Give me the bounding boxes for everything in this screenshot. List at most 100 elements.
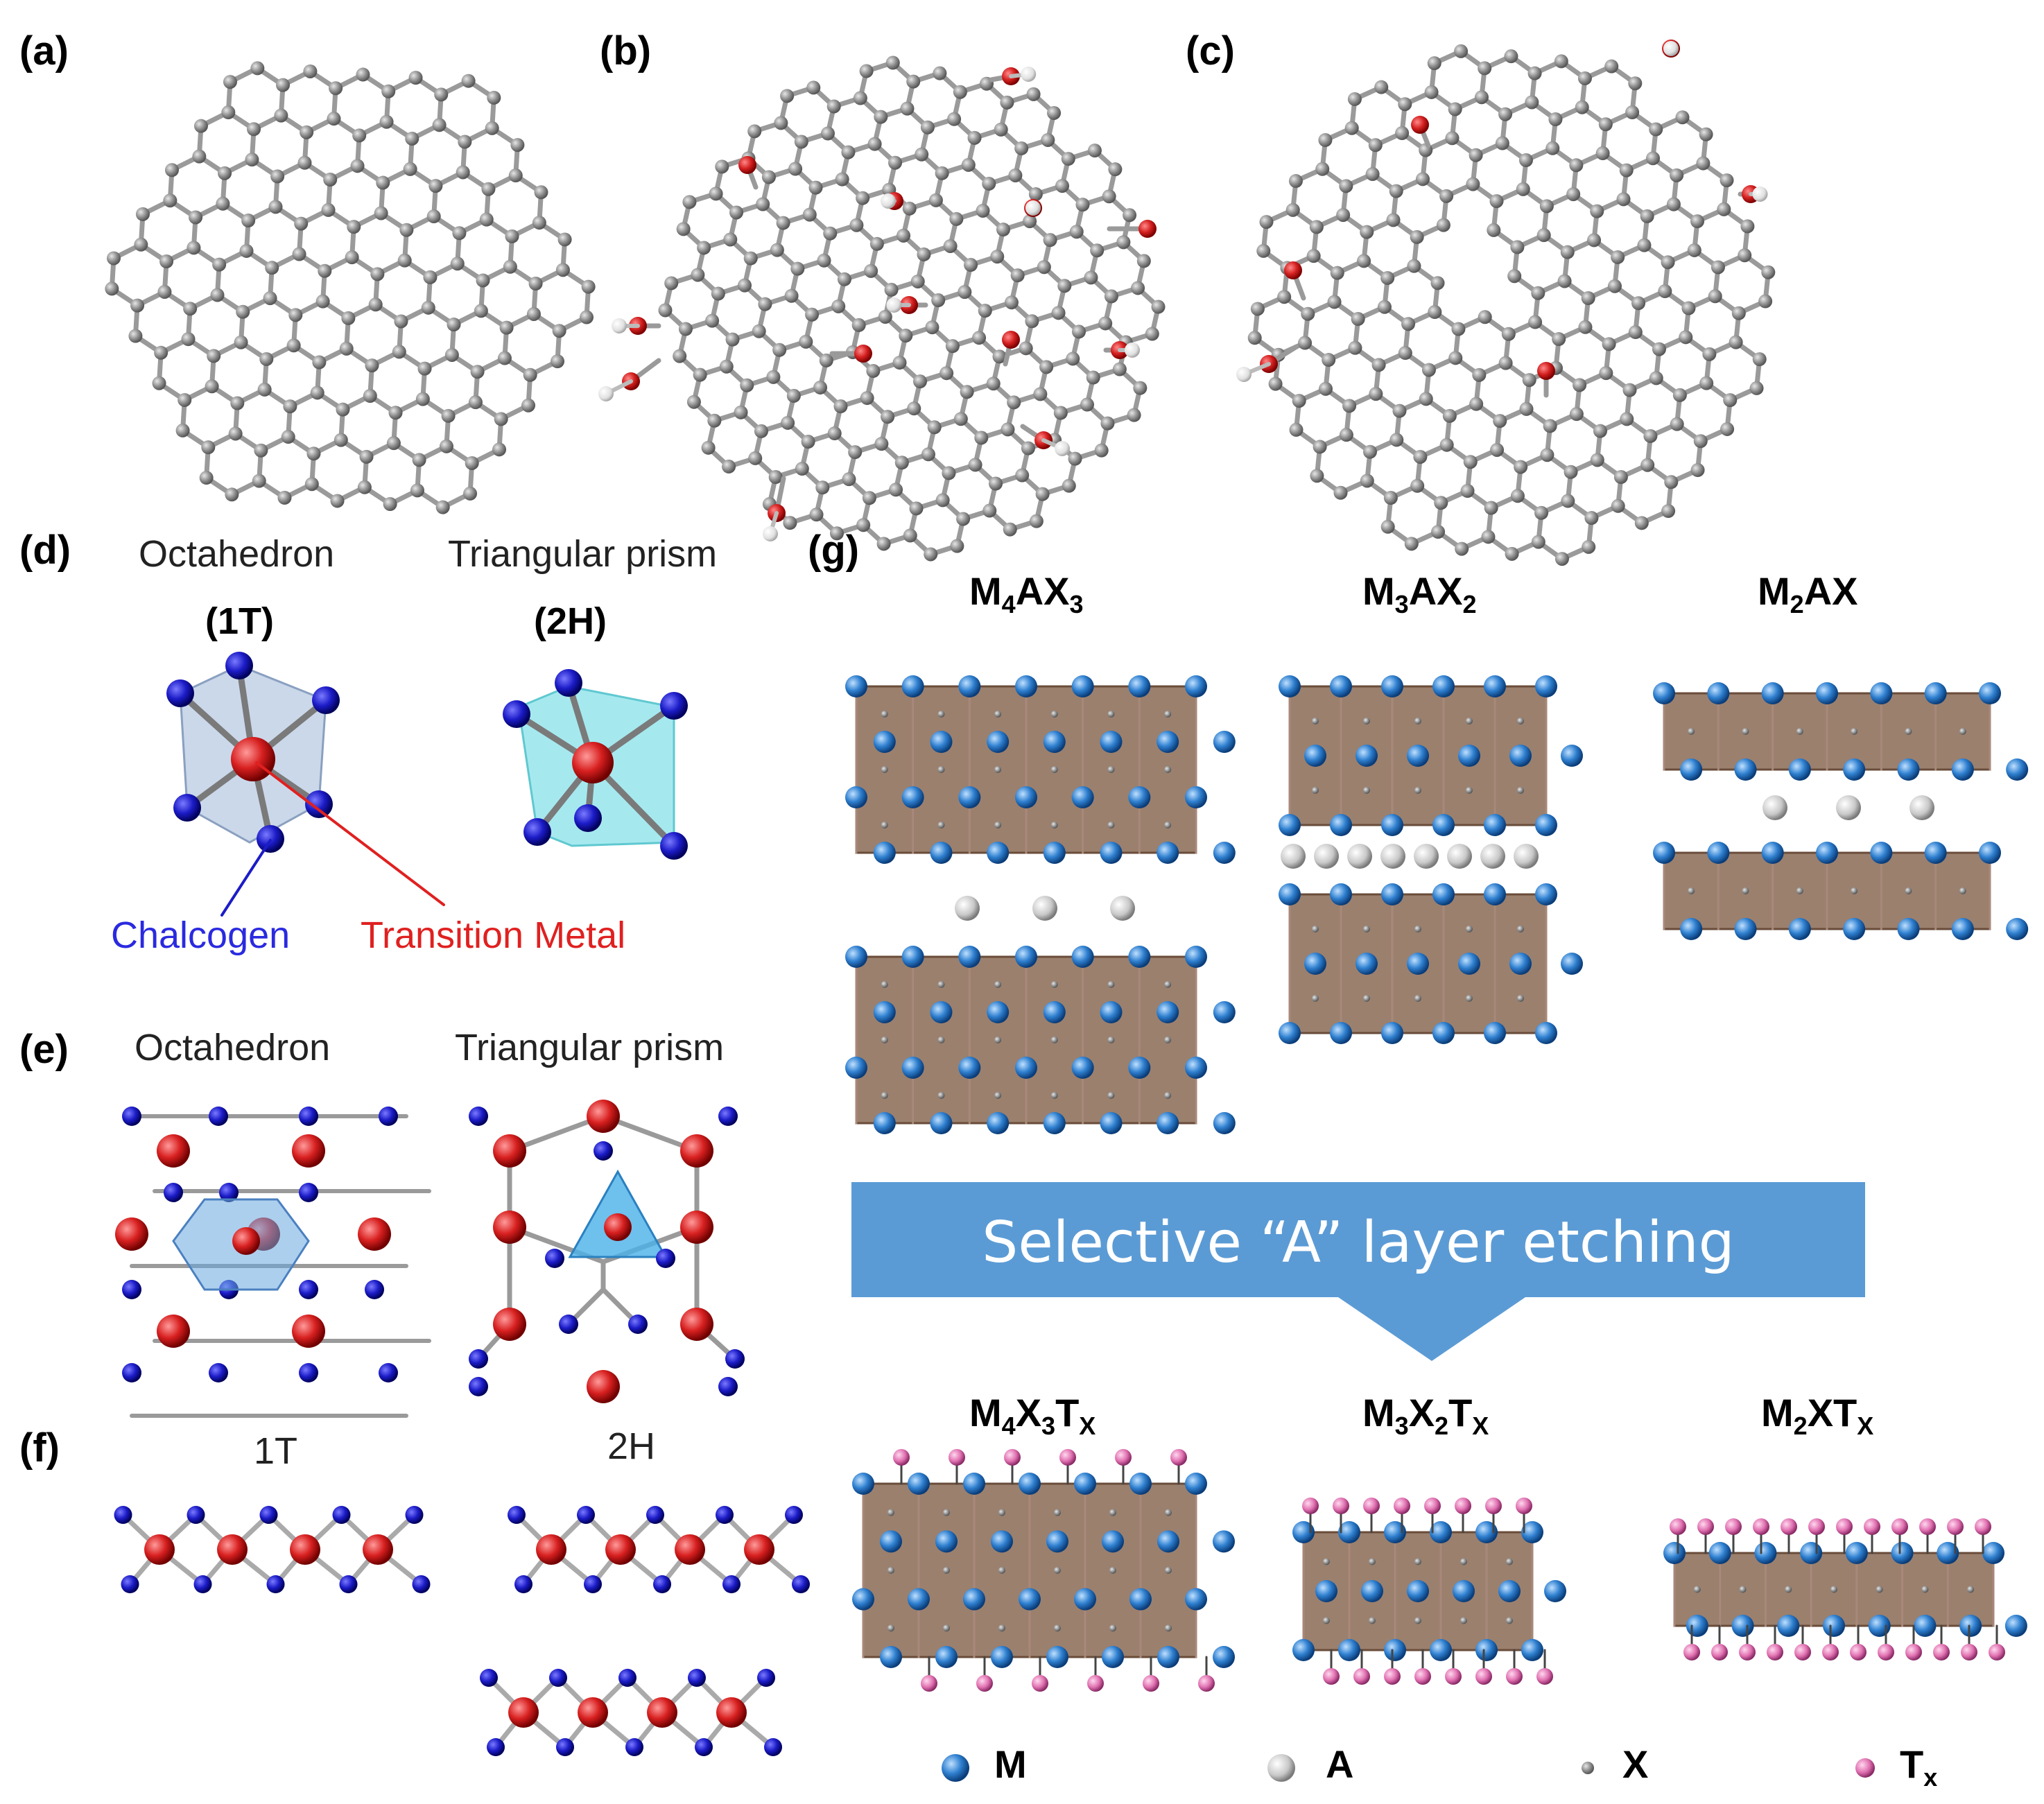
m-atom [845, 1057, 867, 1079]
carbon-atom [1322, 353, 1336, 367]
m-atom [1100, 1112, 1123, 1134]
carbon-atom [1569, 407, 1584, 422]
carbon-atom [1590, 204, 1604, 218]
m-atom [1432, 1022, 1455, 1044]
carbon-atom [1039, 360, 1054, 374]
carbon-atom [1374, 80, 1389, 94]
x-atom [881, 766, 888, 773]
x-atom [881, 1092, 888, 1099]
x-atom [1109, 1509, 1116, 1516]
carbon-atom [239, 243, 254, 258]
m-atom [1731, 1615, 1754, 1637]
carbon-atom [719, 359, 734, 374]
m-atom [1071, 675, 1094, 697]
carbon-atom [829, 526, 844, 541]
m-atom [1535, 1022, 1557, 1044]
carbon-atom [1136, 254, 1151, 268]
x-atom [1164, 822, 1172, 829]
carbon-atom [494, 412, 508, 426]
tx-atom [1516, 1498, 1532, 1514]
carbon-atom [907, 401, 921, 416]
carbon-atom [336, 402, 350, 417]
carbon-atom [534, 185, 548, 200]
m-atom [1128, 946, 1151, 968]
carbon-atom [1424, 85, 1439, 99]
carbon-atom [1035, 487, 1050, 501]
chalcogen-atom [122, 1107, 141, 1126]
x-atom [1517, 718, 1524, 725]
carbon-atom [1019, 341, 1033, 356]
x-atom [1164, 981, 1172, 988]
carbon-atom [1490, 442, 1505, 457]
m-atom [1897, 758, 1920, 781]
carbon-atom [1288, 174, 1303, 189]
carbon-atom [281, 430, 295, 444]
m-atom [1484, 1022, 1506, 1044]
carbon-atom [1389, 433, 1404, 447]
m-atom [845, 786, 867, 808]
m-atom [935, 1646, 958, 1668]
carbon-atom [761, 170, 776, 184]
metal-atom [587, 1100, 620, 1133]
carbon-atom [910, 274, 925, 288]
carbon-atom [288, 308, 303, 322]
chalcogen-atom [618, 1669, 636, 1687]
carbon-atom [790, 261, 805, 276]
x-atom [1414, 787, 1421, 794]
carbon-atom [1448, 102, 1462, 116]
m-atom [1128, 675, 1151, 697]
metal-atom [587, 1370, 620, 1403]
carbon-atom [1023, 214, 1037, 229]
m-atom [958, 675, 981, 697]
carbon-atom [388, 406, 403, 420]
m-atom [987, 842, 1010, 864]
chalcogen-atom [503, 700, 530, 728]
carbon-atom [1493, 414, 1507, 428]
carbon-atom [1518, 153, 1533, 168]
carbon-atom [181, 332, 196, 347]
hydrogen-atom [881, 193, 896, 209]
carbon-atom [1145, 327, 1159, 341]
carbon-atom [1507, 269, 1522, 284]
carbon-atom [487, 90, 501, 105]
carbon-atom [499, 320, 514, 335]
carbon-atom [1344, 121, 1359, 135]
m-atom [1185, 946, 1207, 968]
carbon-atom [1620, 412, 1634, 426]
carbon-atom [1602, 337, 1616, 352]
m-atom [1157, 1112, 1179, 1134]
carbon-atom [1699, 376, 1714, 390]
chalcogen-atom [405, 1506, 424, 1524]
carbon-atom [1487, 223, 1501, 237]
carbon-atom [1649, 122, 1663, 137]
carbon-atom [1531, 286, 1545, 300]
carbon-atom [1619, 163, 1634, 177]
carbon-atom [345, 250, 359, 265]
m-atom [1509, 745, 1532, 767]
tx-atom [1891, 1518, 1908, 1535]
carbon-atom [1584, 511, 1599, 526]
carbon-atom [1536, 228, 1551, 243]
carbon-atom [902, 201, 917, 216]
tx-atom [976, 1675, 993, 1692]
m-atom [1074, 1588, 1096, 1611]
carbon-atom [837, 272, 851, 286]
m-atom [1707, 842, 1730, 864]
carbon-atom [216, 196, 230, 211]
oxygen-atom [1411, 116, 1429, 134]
chalcogen-atom [412, 1575, 431, 1593]
carbon-atom [990, 250, 1005, 264]
m-atom [1959, 1615, 1982, 1637]
carbon-atom [1151, 300, 1166, 314]
chalcogen-atom [764, 1738, 782, 1756]
carbon-atom [1543, 419, 1557, 433]
carbon-atom [1094, 443, 1109, 458]
chalcogen-atom [469, 1377, 488, 1396]
formula-m3x2tx: M3X2TX [1362, 1391, 1489, 1441]
x-atom [1466, 718, 1473, 725]
x-atom [1165, 1624, 1172, 1632]
carbon-atom [931, 293, 946, 308]
carbon-atom [1472, 367, 1487, 382]
m-atom [1521, 1639, 1543, 1661]
graphene-sheet [105, 61, 596, 514]
